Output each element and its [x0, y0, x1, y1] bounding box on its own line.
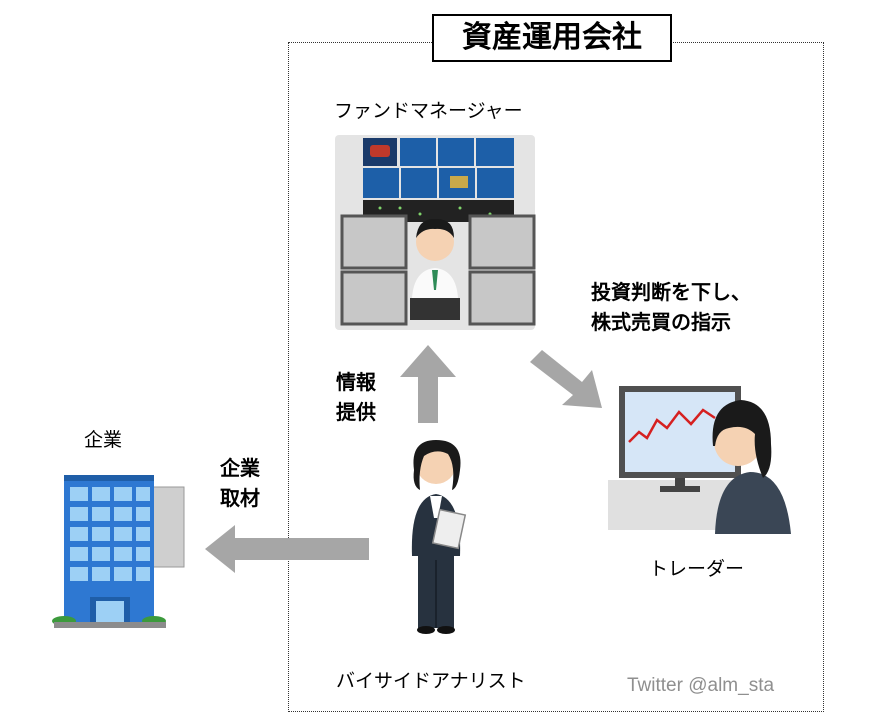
interview-arrow-left — [205, 525, 369, 573]
fund-manager-illustration — [335, 135, 536, 330]
info-label-line2: 提供 — [336, 400, 376, 424]
instruction-label-line2: 株式売買の指示 — [591, 310, 731, 334]
group-title: 資産運用会社 — [432, 14, 672, 62]
instruction-arrow — [530, 350, 602, 408]
company-building-illustration — [52, 475, 185, 628]
analyst-illustration — [411, 440, 467, 634]
fund-manager-label: ファンドマネージャー — [334, 100, 523, 122]
trader-illustration — [608, 386, 791, 534]
trader-label: トレーダー — [649, 558, 745, 580]
interview-label-line2: 取材 — [220, 486, 260, 510]
info-label-line1: 情報 — [336, 370, 376, 394]
analyst-label: バイサイドアナリスト — [336, 670, 526, 692]
twitter-credit: Twitter @alm_sta — [627, 675, 775, 696]
interview-label-line1: 企業 — [220, 456, 260, 480]
instruction-label-line1: 投資判断を下し、 — [591, 280, 751, 304]
company-label: 企業 — [84, 429, 123, 451]
info-arrow-up — [400, 345, 456, 423]
